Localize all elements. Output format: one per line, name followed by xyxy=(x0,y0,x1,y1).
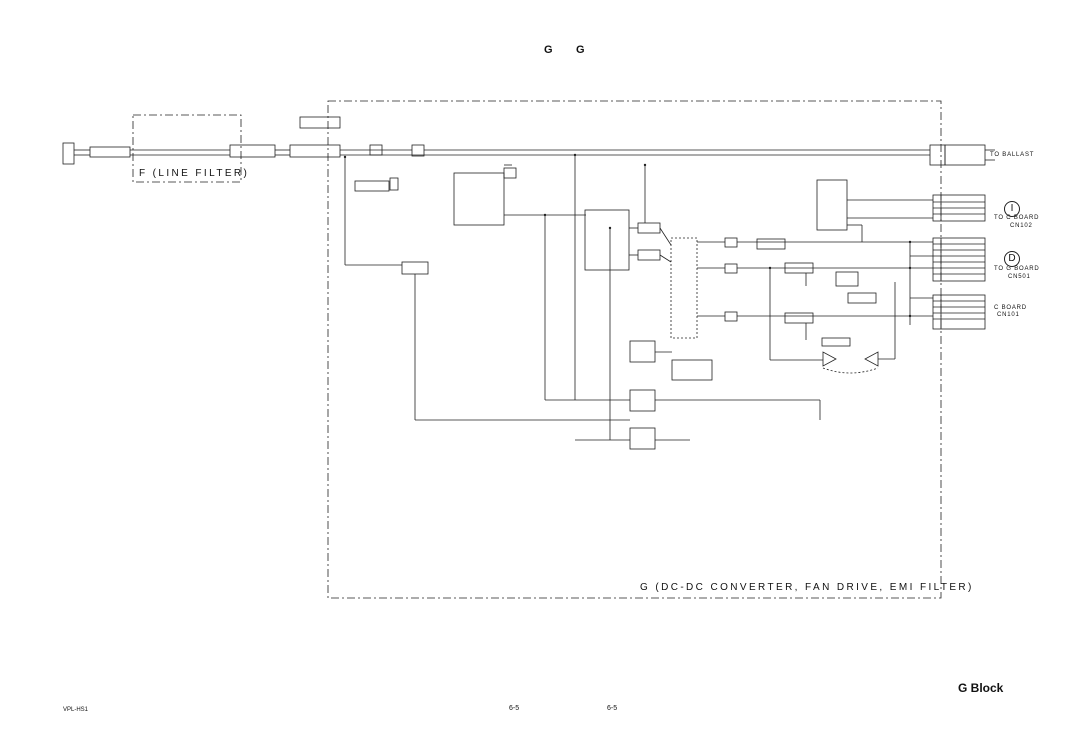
block-label: G Block xyxy=(958,681,1004,695)
connector-cn501 xyxy=(932,237,986,282)
shunt-regulator xyxy=(671,359,713,381)
c-board-cn101-label-1: C BOARD xyxy=(994,305,1027,311)
ballast-label: TO BALLAST xyxy=(990,152,1035,158)
g-block-frame xyxy=(327,100,942,599)
ac-inlet xyxy=(62,142,75,165)
pfc-control-box xyxy=(453,172,505,226)
g-block-title: G (DC-DC CONVERTER, FAN DRIVE, EMI FILTE… xyxy=(640,582,974,593)
marker-d: D xyxy=(1004,251,1020,267)
page-number-left: 6-5 xyxy=(509,705,520,712)
photocoupler-ph3101 xyxy=(629,340,656,363)
model-number: VPL-HS1 xyxy=(63,707,89,713)
c-board-cn102-label-2: CN102 xyxy=(1010,223,1033,229)
photocoupler-ph3100 xyxy=(629,389,656,412)
f-block-frame xyxy=(132,114,242,183)
f-block-title: F (LINE FILTER) xyxy=(139,168,250,179)
c-board-cn102-label-1: TO C BOARD xyxy=(994,215,1040,221)
header-right-letter: G xyxy=(576,44,585,56)
g-board-cn501-label-1: TO G BOARD xyxy=(994,266,1040,272)
photocoupler-ph3102 xyxy=(629,427,656,450)
marker-i: I xyxy=(1004,201,1020,217)
transformer xyxy=(670,237,698,339)
page-number-right: 6-5 xyxy=(607,705,618,712)
connector-cn101 xyxy=(932,294,986,330)
dc-dc-converter xyxy=(816,179,848,231)
g-board-cn501-label-2: CN501 xyxy=(1008,274,1031,280)
converter-control-box xyxy=(584,209,630,271)
header-left-letter: G xyxy=(544,44,553,56)
c-board-cn101-label-2: CN101 xyxy=(997,312,1020,318)
